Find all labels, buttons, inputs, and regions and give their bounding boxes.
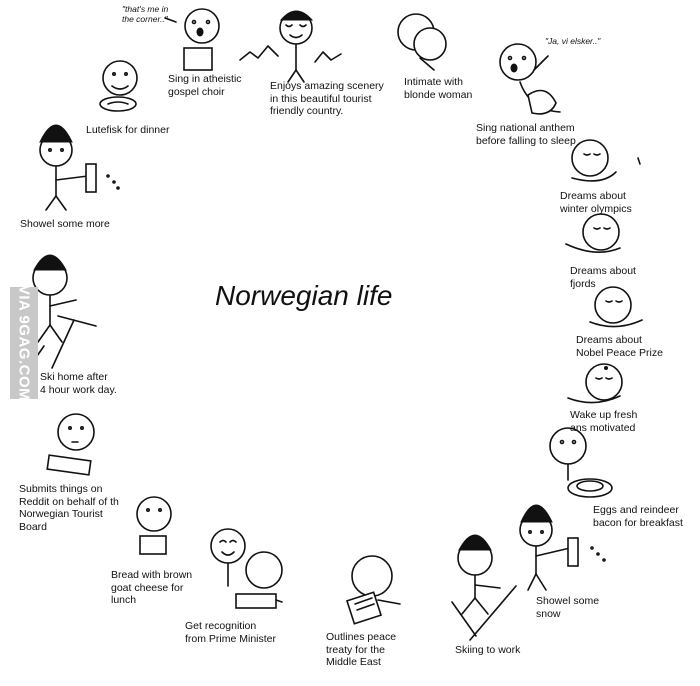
watermark-text: VIA 9GAG.COM <box>15 284 33 402</box>
note-corner: "that's me in the corner.." <box>122 4 169 24</box>
peace-treaty-figure <box>345 555 401 625</box>
reddit-figure <box>46 413 95 476</box>
caption-peace: Outlines peace treaty for the Middle Eas… <box>326 631 397 668</box>
caption-intimate: Intimate with blonde woman <box>404 76 473 101</box>
caption-prime-minister: Get recognition from Prime Minister <box>185 620 277 645</box>
lutefisk-dinner-figure <box>99 60 138 112</box>
shoveling-figure-right <box>519 504 606 591</box>
caption-shovel-left: Showel some more <box>20 218 110 230</box>
breakfast-figure <box>549 427 613 498</box>
choir-singer-figure <box>164 8 220 71</box>
caption-olympics: Dreams about winter olympics <box>560 190 632 215</box>
note-anthem: "Ja, vi elsker.." <box>545 36 601 46</box>
caption-lutefisk: Lutefisk for dinner <box>86 124 170 136</box>
caption-anthem: Sing national anthem before falling to s… <box>476 122 576 147</box>
caption-nobel: Dreams about Nobel Peace Prize <box>576 334 663 359</box>
nobel-dreamer-figure <box>589 286 643 328</box>
bread-lunch-figure <box>136 496 172 555</box>
skiing-home-figure <box>29 254 97 369</box>
caption-breakfast: Eggs and reindeer bacon for breakfast <box>593 504 683 529</box>
olympics-dreamer-figure <box>571 139 641 182</box>
comic-title: Norwegian life <box>215 280 393 311</box>
waking-figure <box>567 363 623 404</box>
prime-minister-figure <box>210 528 283 609</box>
caption-shovel-right: Showel some snow <box>536 595 600 620</box>
skiing-to-work-figure <box>451 534 517 641</box>
caption-ski-home: Ski home after 4 hour work day. <box>40 371 117 396</box>
scenery-figure <box>239 10 342 83</box>
intimate-couple-figure <box>397 13 447 71</box>
caption-wake: Wake up fresh ans motivated <box>570 409 638 434</box>
caption-reddit: Submits things on Reddit on behalf of th… <box>19 483 119 533</box>
caption-ski-work: Skiing to work <box>455 644 521 656</box>
shoveling-figure-left <box>39 124 120 211</box>
caption-scenery: Enjoys amazing scenery in this beautiful… <box>270 80 384 117</box>
anthem-singer-figure <box>499 43 561 115</box>
fjords-dreamer-figure <box>565 213 621 253</box>
caption-fjords: Dreams about fjords <box>570 265 636 290</box>
caption-bread: Bread with brown goat cheese for lunch <box>111 569 193 606</box>
watermark-badge: VIA 9GAG.COM <box>10 284 38 402</box>
caption-choir: Sing in atheistic gospel choir <box>168 73 242 98</box>
